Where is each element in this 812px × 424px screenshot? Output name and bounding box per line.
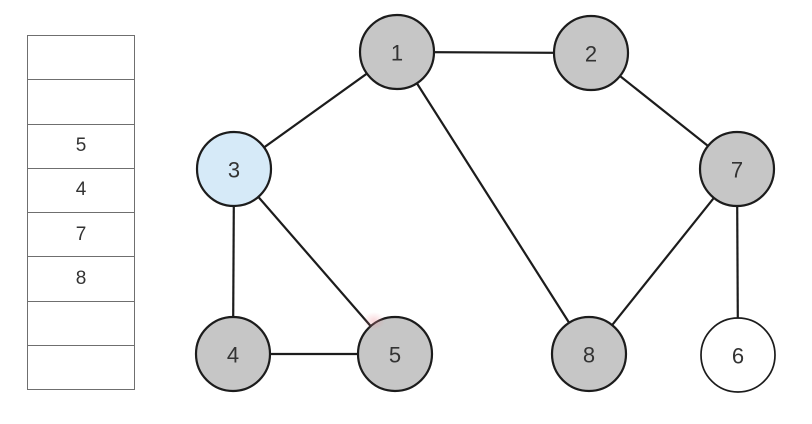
- graph-node-circle-8: [550, 315, 628, 393]
- graph-node-4: 4: [194, 315, 272, 393]
- stack-cell-2: 5: [28, 125, 134, 169]
- stack-cell-1: [28, 80, 134, 125]
- graph-node-label-1: 1: [391, 41, 403, 66]
- stack-cell-value: 7: [75, 223, 87, 245]
- stack-cell-0: [28, 36, 134, 81]
- stack-cell-value: 5: [75, 135, 87, 157]
- edge-3-5: [233, 168, 396, 355]
- edge-1-8: [396, 51, 590, 355]
- stack-cell-3: 4: [28, 169, 134, 213]
- graph-node-2: 2: [552, 14, 630, 92]
- graph-node-8: 8: [550, 315, 628, 393]
- graph-node-circle-2: [552, 14, 630, 92]
- stack-cell-5: 8: [28, 257, 134, 302]
- graph-node-label-7: 7: [731, 158, 743, 183]
- stack-cell-value: 8: [75, 267, 87, 289]
- stack-cell-4: 7: [28, 213, 134, 258]
- graph-node-label-3: 3: [228, 158, 240, 183]
- graph-node-circle-3: [195, 130, 273, 208]
- graph-node-5: 5: [356, 315, 434, 393]
- graph-node-label-5: 5: [389, 343, 401, 368]
- graph-node-circle-6: [700, 317, 776, 393]
- graph-node-label-6: 6: [732, 344, 744, 369]
- graph-node-circle-1: [358, 13, 436, 91]
- stack-cell-value: 4: [75, 179, 87, 201]
- graph-node-6: 6: [700, 317, 776, 393]
- graph-node-label-4: 4: [227, 343, 239, 368]
- graph-node-label-8: 8: [583, 343, 595, 368]
- graph-node-3: 3: [195, 130, 273, 208]
- stack-table: 5 4 7 8: [27, 35, 135, 390]
- graph-node-circle-4: [194, 315, 272, 393]
- graph-node-circle-5: [356, 315, 434, 393]
- graph-node-circle-7: [698, 130, 776, 208]
- graph-node-label-2: 2: [585, 42, 597, 67]
- graph-node-1: 1: [358, 13, 436, 91]
- graph-node-7: 7: [698, 130, 776, 208]
- stack-cell-6: [28, 302, 134, 346]
- edge-7-8: [588, 168, 738, 355]
